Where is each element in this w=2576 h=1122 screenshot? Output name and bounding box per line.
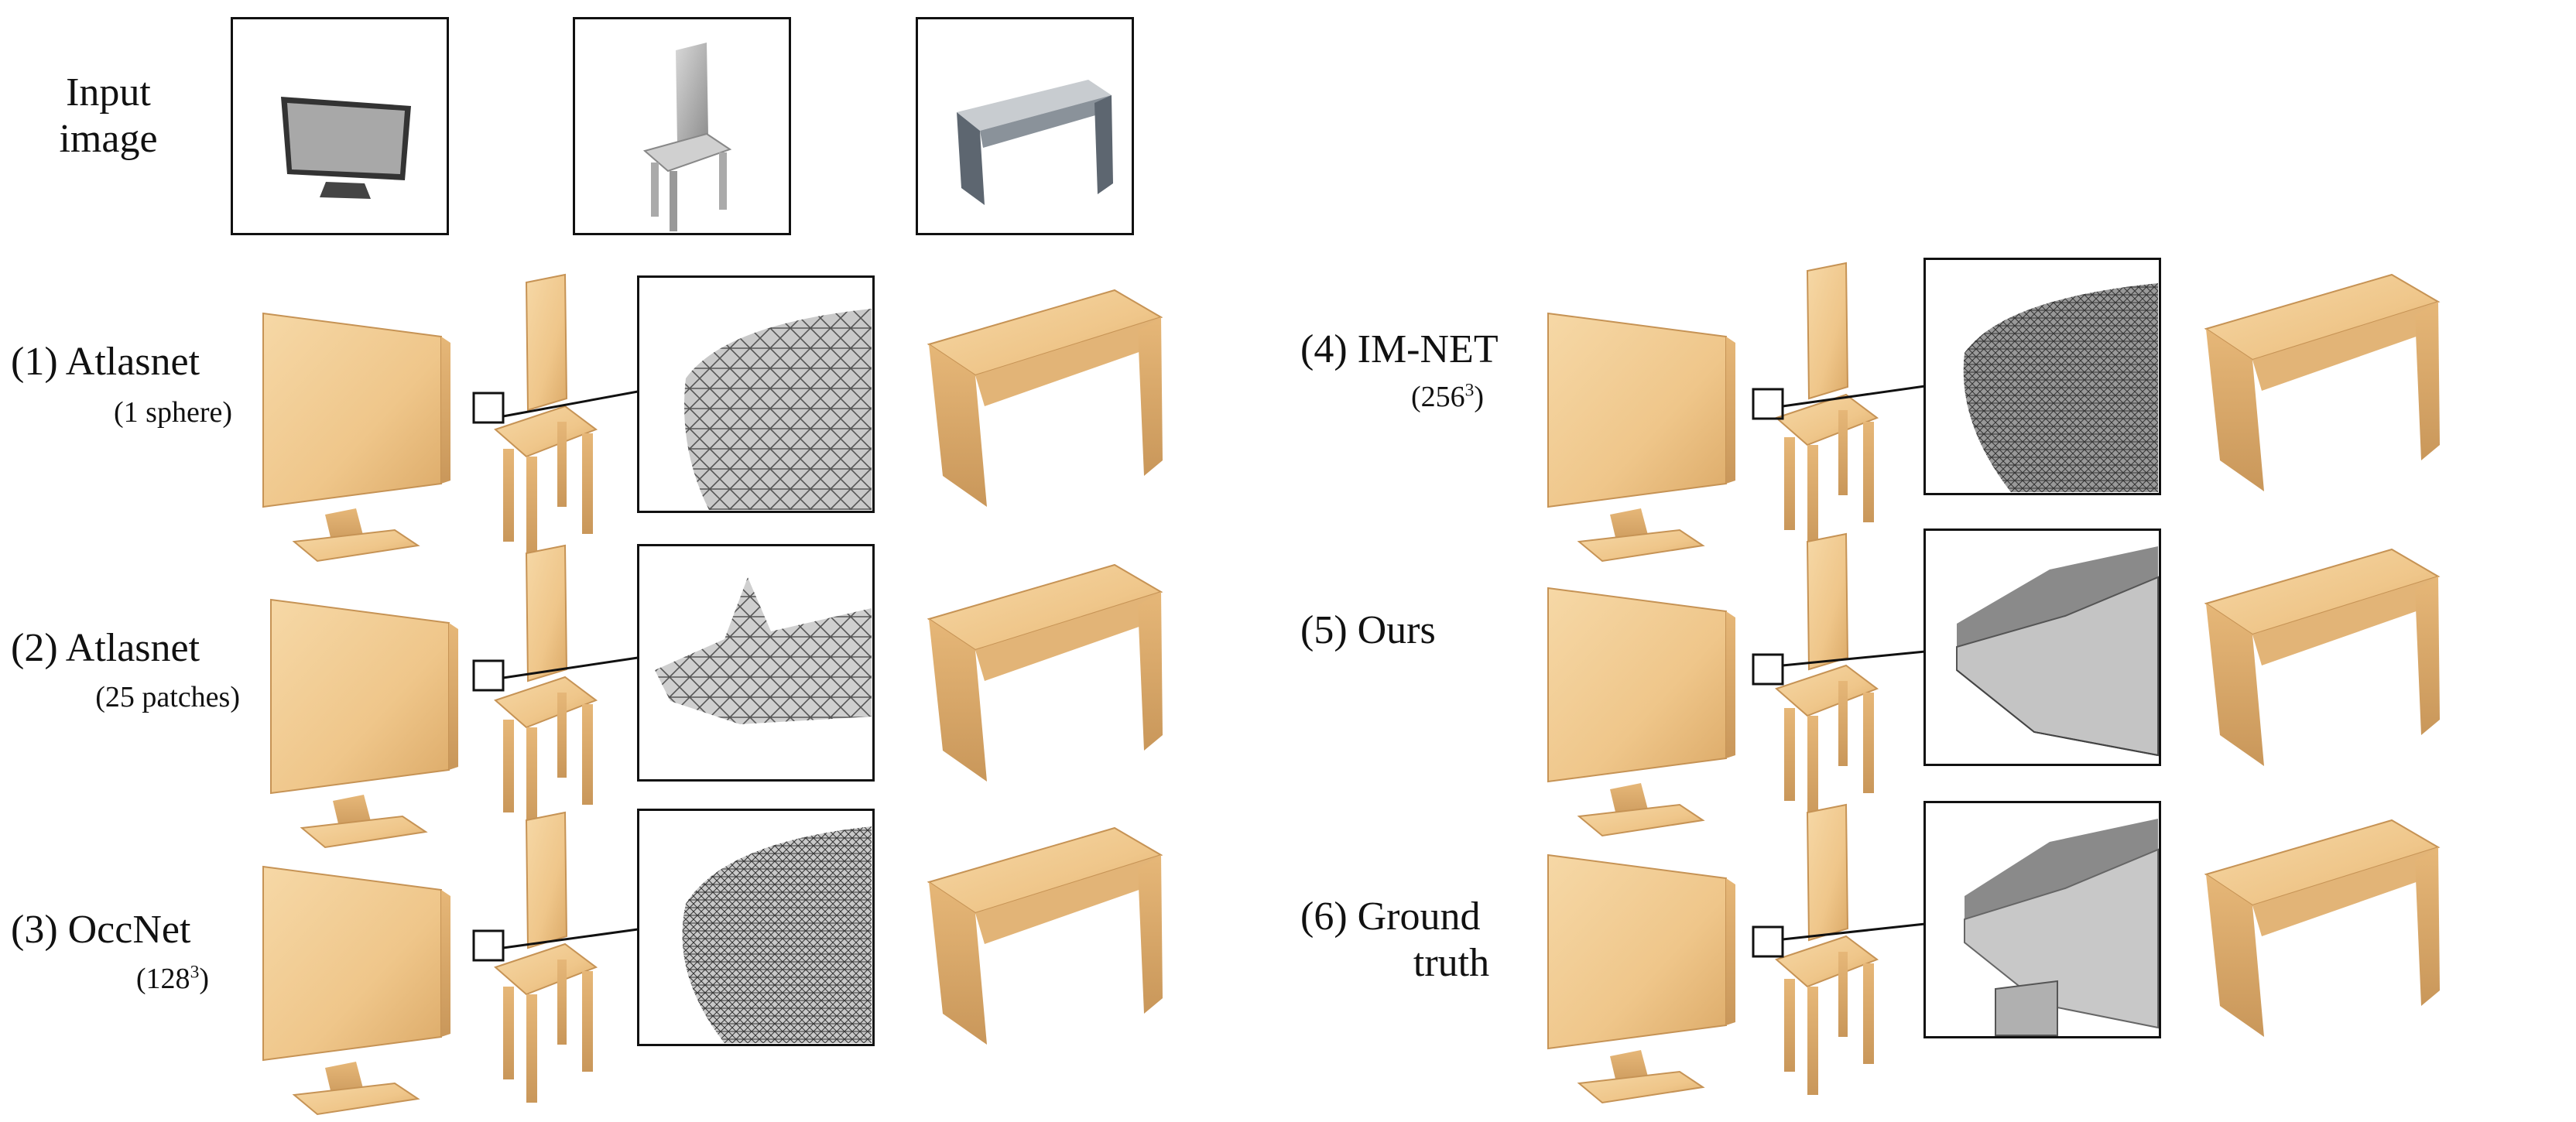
row-2-zoom-marker [472, 656, 639, 692]
row-1-label: (1) Atlasnet [11, 340, 200, 384]
input-image-desk [916, 17, 1134, 235]
row-2-label: (2) Atlasnet [11, 626, 200, 670]
desk-icon [957, 80, 1113, 205]
row-6-zoom-marker [1752, 922, 1926, 958]
input-image-label: Input image [59, 70, 158, 161]
row-5-label: (5) Ours [1300, 608, 1436, 652]
row-2-monitor [270, 599, 459, 848]
row-3-monitor [262, 866, 451, 1115]
row-3-desk [928, 827, 1163, 1045]
row-6-label-line2: truth [1413, 941, 1490, 985]
row-1-zoom-marker [472, 390, 639, 424]
row-2-desk [928, 564, 1163, 782]
row-5-zoom-marker [1752, 650, 1926, 686]
row-3-zoom-inset [637, 809, 875, 1046]
row-5-zoom-inset [1923, 529, 2161, 766]
row-5-monitor [1547, 587, 1736, 836]
row-6-label: (6) Ground [1300, 895, 1481, 939]
mesh-zoom-icon [1956, 546, 2159, 757]
mesh-zoom-icon [1964, 819, 2159, 1036]
row-6-desk [2205, 819, 2441, 1038]
row-1-monitor [262, 313, 451, 562]
mesh-zoom-icon [684, 309, 872, 510]
chair-icon [642, 43, 732, 231]
row-3-sublabel: (1283) [135, 962, 209, 995]
row-4-desk [2205, 274, 2441, 492]
row-4-zoom-marker [1752, 385, 1926, 420]
row-2-zoom-inset [637, 544, 875, 782]
row-5-desk [2205, 549, 2441, 767]
mesh-zoom-icon [655, 577, 872, 724]
row-6-monitor [1547, 854, 1736, 1103]
mesh-zoom-icon [682, 826, 872, 1043]
row-1-desk [928, 289, 1163, 508]
row-1-zoom-inset [637, 275, 875, 513]
row-6-zoom-inset [1923, 801, 2161, 1038]
row-4-sublabel: (2563) [1410, 380, 1485, 413]
row-2-sublabel: (25 patches) [95, 681, 240, 713]
row-3-label: (3) OccNet [11, 908, 191, 952]
input-image-chair [573, 17, 791, 235]
mesh-zoom-icon [1963, 283, 2158, 492]
row-3-zoom-marker [472, 928, 639, 962]
row-4-label: (4) IM-NET [1300, 327, 1499, 371]
input-image-monitor [231, 17, 449, 235]
row-4-monitor [1547, 313, 1736, 562]
monitor-icon [281, 97, 411, 199]
row-4-zoom-inset [1923, 258, 2161, 495]
row-1-sublabel: (1 sphere) [114, 396, 232, 429]
